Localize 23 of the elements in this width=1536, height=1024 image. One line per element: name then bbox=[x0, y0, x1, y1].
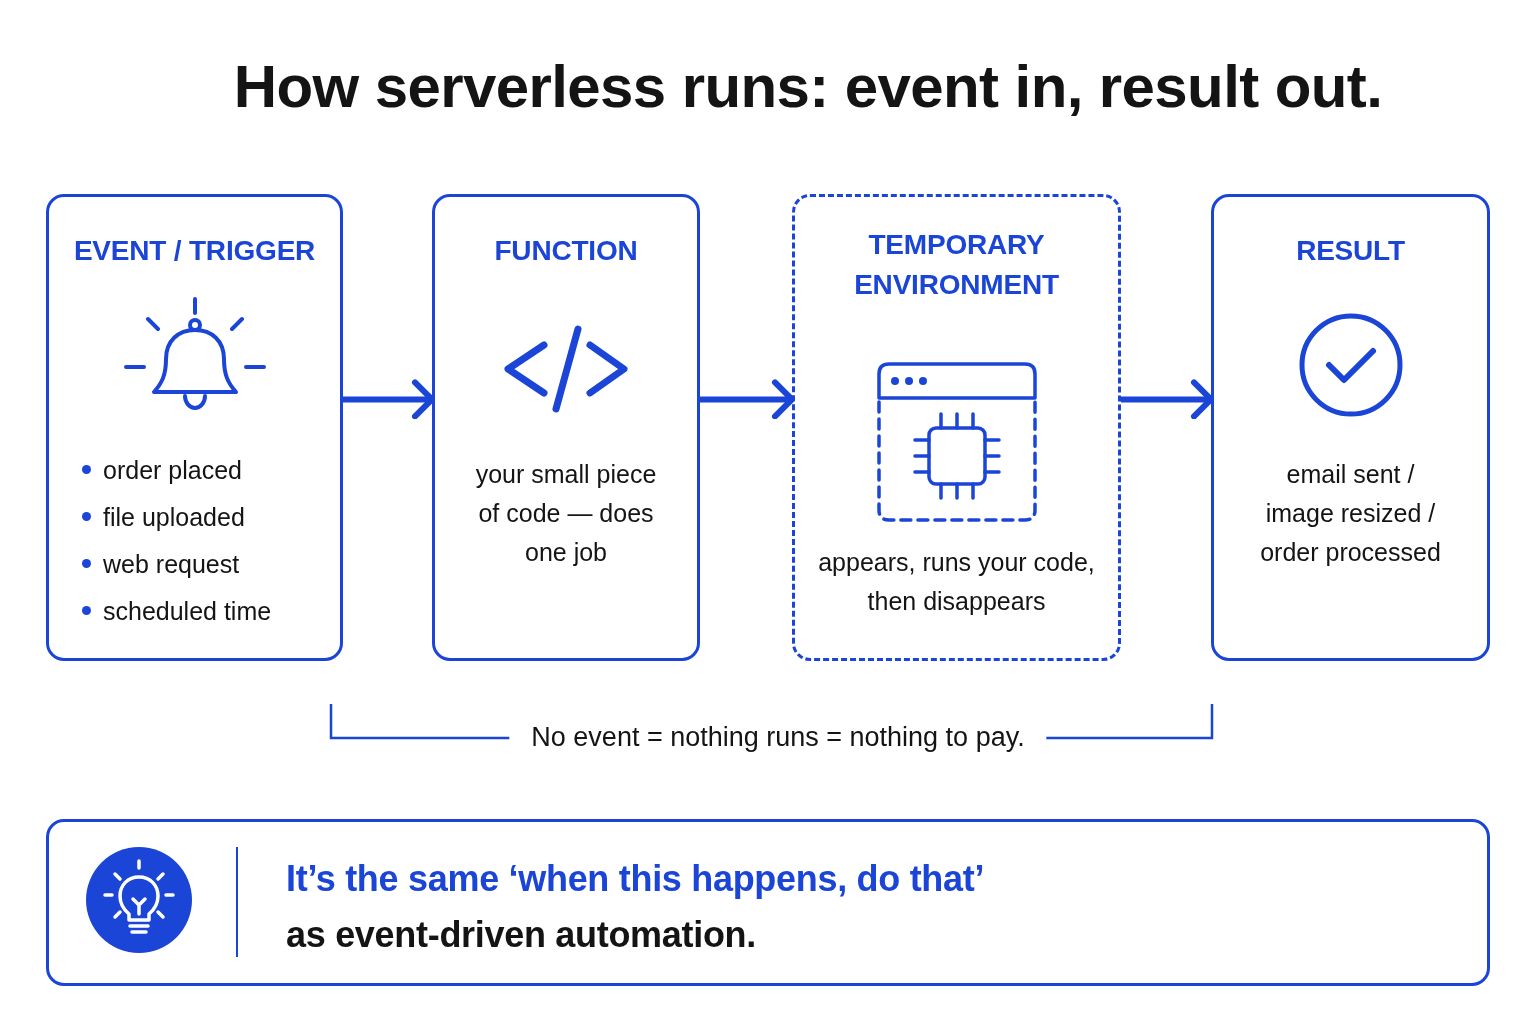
note-text: No event = nothing runs = nothing to pay. bbox=[531, 721, 1025, 754]
step-card bbox=[46, 194, 343, 661]
step-description: your small piece of code — does one job bbox=[474, 459, 658, 568]
step-description: email sent / image resized / order processed bbox=[1259, 459, 1442, 568]
tip-highlight-text: It’s the same ‘when this happens, do that’ bbox=[286, 857, 985, 901]
tip-text: as event-driven automation. bbox=[286, 913, 756, 957]
step-description: appears, runs your code, then disappears bbox=[817, 547, 1096, 617]
arrow bbox=[1121, 379, 1214, 420]
arrow bbox=[700, 379, 795, 420]
step-heading: FUNCTION bbox=[494, 234, 638, 268]
list-item-text: scheduled time bbox=[103, 595, 272, 627]
list-item-text: order placed bbox=[103, 454, 242, 486]
tip-banner bbox=[46, 819, 1490, 986]
list-item-text: web request bbox=[103, 548, 240, 580]
step-card bbox=[1211, 194, 1490, 661]
step-card bbox=[432, 194, 700, 661]
list-item-text: file uploaded bbox=[103, 501, 245, 533]
step-heading: EVENT / TRIGGER bbox=[73, 234, 316, 268]
title: How serverless runs: event in, result out. bbox=[233, 52, 1383, 122]
step-heading: RESULT bbox=[1296, 234, 1405, 268]
arrow bbox=[343, 379, 435, 420]
dashed-step-card bbox=[792, 194, 1121, 661]
step-heading: TEMPORARY ENVIRONMENT bbox=[853, 228, 1060, 302]
